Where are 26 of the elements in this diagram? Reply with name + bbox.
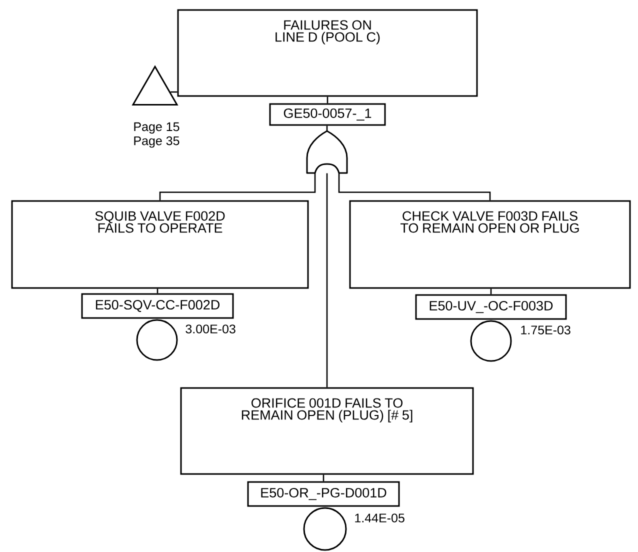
- basic-event-circle: [303, 507, 347, 551]
- event-id-box: E50-SQV-CC-F002D: [81, 293, 234, 319]
- value-label: 1.75E-03: [521, 326, 570, 334]
- connector: [326, 96, 328, 104]
- basic-event-circle: [136, 319, 178, 361]
- connector: [322, 474, 324, 482]
- connector: [159, 173, 316, 200]
- event-id-box: E50-OR_-PG-D001D: [247, 481, 400, 507]
- connector: [490, 288, 492, 294]
- connector: [326, 126, 328, 131]
- value-label: 1.44E-05: [355, 514, 404, 522]
- connector: [326, 173, 328, 388]
- event-box: SQUIB VALVE F002D FAILS TO OPERATE: [11, 200, 309, 289]
- connector: [156, 288, 158, 294]
- basic-event-circle: [470, 320, 512, 362]
- event-box: ORIFICE 001D FAILS TO REMAIN OPEN (PLUG) [# 5]: [180, 387, 474, 475]
- value-label: Page 15: [134, 122, 180, 134]
- event-box: CHECK VALVE F003D FAILS TO REMAIN OPEN OR PLUG: [349, 200, 631, 289]
- connector: [170, 91, 178, 93]
- connector: [338, 173, 491, 200]
- or-gate: [306, 130, 348, 174]
- event-box: FAILURES ON LINE D (POOL C): [177, 9, 478, 97]
- value-label: Page 35: [134, 136, 180, 148]
- value-label: 3.00E-03: [186, 324, 236, 334]
- event-id-box: GE50-0057-_1: [269, 103, 386, 126]
- event-id-box: E50-UV_-OC-F003D: [415, 294, 567, 320]
